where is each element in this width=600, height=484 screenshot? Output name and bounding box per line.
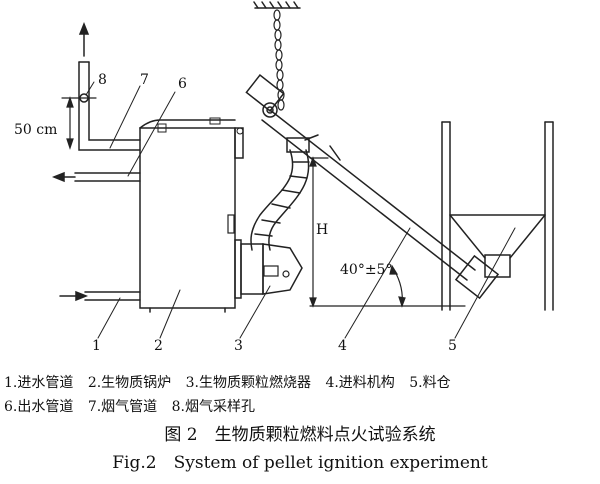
callout-4: 4 [338, 338, 347, 354]
callout-6: 6 [178, 76, 187, 92]
legend-item-3: 3.生物质颗粒燃烧器 [185, 375, 311, 391]
inlet-water-pipe [59, 290, 141, 302]
leader-lines [85, 81, 516, 339]
burner [234, 239, 303, 299]
angle-label: 40°±5° [340, 262, 393, 278]
hanging-chain [273, 9, 285, 111]
legend-row-2: 6.出水管道 7.烟气管道 8.烟气采样孔 [4, 398, 265, 416]
ignition-system-diagram [51, 1, 554, 339]
callout-8: 8 [98, 72, 107, 88]
legend-item-7: 7.烟气管道 [87, 399, 158, 415]
legend-item-2: 2.生物质锅炉 [87, 375, 172, 391]
legend-item-1: 1.进水管道 [4, 375, 74, 391]
hopper [441, 121, 554, 311]
feeder [245, 74, 476, 281]
dimension-H-label: H [316, 222, 329, 238]
callout-2: 2 [154, 338, 163, 354]
caption-english: Fig.2 System of pellet ignition experime… [112, 453, 488, 473]
legend-item-6: 6.出水管道 [4, 399, 74, 415]
dimension-50cm [61, 96, 97, 150]
legend-row-1: 1.进水管道 2.生物质锅炉 3.生物质颗粒燃烧器 4.进料机构 5.料仓 [4, 374, 461, 392]
callout-1: 1 [92, 338, 101, 354]
callout-7: 7 [140, 72, 149, 88]
legend-item-5: 5.料仓 [409, 375, 451, 391]
legend-item-8: 8.烟气采样孔 [171, 399, 255, 415]
dimension-50cm-label: 50 cm [14, 122, 58, 138]
feed-hose [250, 137, 310, 251]
caption-chinese: 图 2 生物质颗粒燃料点火试验系统 [164, 425, 436, 445]
boiler [139, 117, 244, 313]
callout-5: 5 [448, 338, 457, 354]
legend-item-4: 4.进料机构 [325, 375, 395, 391]
ceiling-mount [253, 1, 301, 9]
angle-arc [389, 264, 406, 308]
outlet-water-pipe [51, 171, 141, 183]
callout-3: 3 [234, 338, 243, 354]
flue-gas-pipe [78, 21, 141, 151]
dimension-H [309, 156, 329, 308]
